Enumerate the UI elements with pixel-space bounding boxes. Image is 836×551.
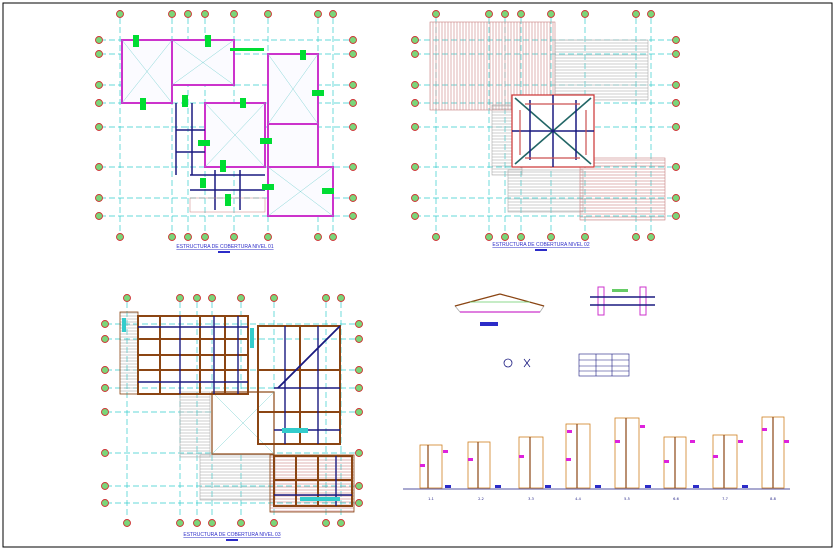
plan-nivel-02: ESTRUCTURA DE COBERTURA NIVEL 02: [411, 10, 680, 251]
plan3-hip-rafter: [277, 325, 341, 389]
plan3-beams: [137, 315, 353, 507]
plan2-caption: ESTRUCTURA DE COBERTURA NIVEL 02: [492, 242, 589, 248]
plan1-caption: ESTRUCTURA DE COBERTURA NIVEL 01: [176, 244, 273, 250]
plan1-room-diagonals: [121, 39, 334, 217]
roof-truss-detail: [454, 293, 545, 326]
beam-connection-detail: [590, 286, 655, 316]
section-label-2: 2-2: [478, 497, 484, 501]
plan3-scale-bar: [226, 539, 238, 541]
plan1-scale-bar: [218, 251, 230, 253]
plan3-hatch-bottom: [199, 454, 276, 501]
plan-nivel-03: ESTRUCTURA DE COBERTURA NIVEL 03: [101, 294, 363, 541]
plan2-axis-bubbles: [411, 10, 680, 241]
plan1-framing: [175, 103, 265, 210]
plan2-roof-area-d: [507, 169, 584, 213]
section-label-1: 1-1: [428, 497, 434, 501]
plan1-axis-bubbles: [95, 10, 357, 241]
plan2-framing: [512, 95, 594, 167]
plan2-beams: [519, 103, 587, 159]
plan2-roof-area-b: [554, 39, 649, 101]
plan3-hatch-br: [269, 454, 355, 513]
small-symbols: [503, 358, 531, 368]
plan3-axis-bubbles: [101, 294, 363, 527]
plan3-hatch-mid: [179, 391, 211, 458]
section-label-3: 3-3: [528, 497, 534, 501]
plan3-teal-marks: [122, 318, 340, 501]
section-label-6: 6-6: [673, 497, 679, 501]
section-label-7: 7-7: [722, 497, 728, 501]
plan2-roof-area-e: [579, 157, 666, 221]
plan1-columns: [133, 35, 334, 206]
plan2-scale-bar: [535, 249, 547, 251]
plan3-caption: ESTRUCTURA DE COBERTURA NIVEL 03: [183, 532, 280, 538]
section-label-8: 8-8: [770, 497, 776, 501]
sections-row: 1-1 2-2 3-3 4-4 5-5 6-6 7-7 8-8: [403, 416, 790, 501]
legend-table: [578, 353, 630, 377]
section-label-5: 5-5: [624, 497, 630, 501]
section-label-4: 4-4: [575, 497, 581, 501]
plan-nivel-01: ESTRUCTURA DE COBERTURA NIVEL 01: [95, 10, 357, 253]
